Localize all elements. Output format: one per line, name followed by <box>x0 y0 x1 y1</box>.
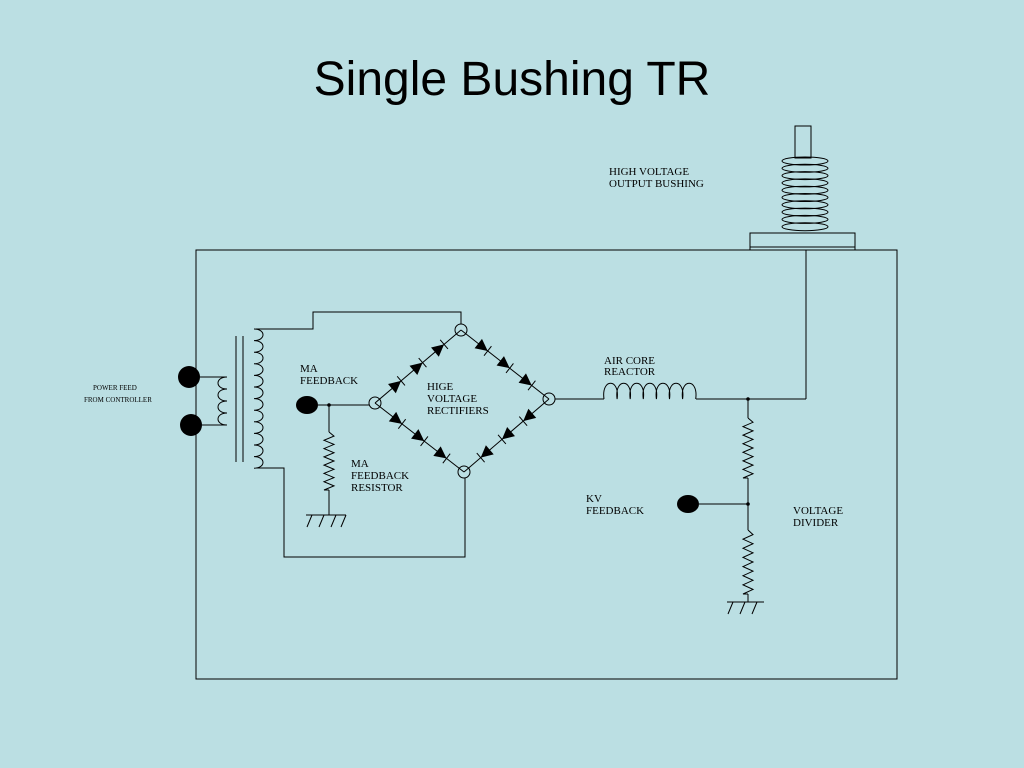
diode-icon <box>411 429 425 442</box>
bridge-node-top <box>454 323 468 337</box>
label-kv-feedback-1: KV <box>586 493 602 505</box>
diode-icon <box>431 344 445 357</box>
wire-secondary-bottom <box>256 467 466 558</box>
label-rectifiers-2: VOLTAGE <box>427 393 477 405</box>
diode-icon <box>433 446 447 459</box>
diode-icon <box>523 408 537 422</box>
label-power-feed-2: FROM CONTROLLER <box>84 396 152 404</box>
wire-secondary-top <box>256 311 462 330</box>
label-air-core-1: AIR CORE <box>604 355 655 367</box>
diode-icon <box>496 356 510 369</box>
diode-icon <box>518 373 532 386</box>
diode-icon <box>388 411 402 424</box>
diode-icon <box>474 338 488 351</box>
hv-rectifier-diodes <box>374 329 550 473</box>
label-rectifiers-1: HIGE <box>427 381 454 393</box>
label-kv-feedback-2: FEEDBACK <box>586 505 644 517</box>
ma-feedback-resistor <box>322 431 336 491</box>
power-feed-terminal-top <box>178 366 200 388</box>
diode-icon <box>501 427 515 440</box>
bridge-node-right <box>542 392 556 406</box>
air-core-reactor <box>603 382 697 400</box>
label-ma-resistor-1: MA <box>351 458 369 470</box>
label-hv-bushing-1: HIGH VOLTAGE <box>609 166 689 178</box>
transformer <box>217 328 264 469</box>
ground-symbol-divider <box>727 601 764 615</box>
diode-icon <box>409 362 423 375</box>
diode-icon <box>480 445 494 458</box>
hv-output-bushing <box>749 125 856 251</box>
ground-symbol-ma <box>306 514 347 528</box>
label-air-core-2: REACTOR <box>604 366 656 378</box>
label-voltage-divider-1: VOLTAGE <box>793 505 843 517</box>
label-hv-bushing-2: OUTPUT BUSHING <box>609 178 704 190</box>
ma-feedback-terminal <box>296 396 318 414</box>
bridge-node-left <box>368 396 382 410</box>
label-ma-resistor-3: RESISTOR <box>351 482 403 494</box>
bridge-node-bottom <box>457 465 471 479</box>
label-ma-resistor-2: FEEDBACK <box>351 470 409 482</box>
voltage-divider-resistor-top <box>741 417 755 479</box>
kv-feedback-terminal <box>677 495 699 513</box>
slide-title: Single Bushing TR <box>313 53 711 106</box>
label-rectifiers-3: RECTIFIERS <box>427 405 489 417</box>
voltage-divider-resistor-bottom <box>741 529 755 595</box>
label-voltage-divider-2: DIVIDER <box>793 517 839 529</box>
label-ma-feedback-2: FEEDBACK <box>300 375 358 387</box>
enclosure-outline <box>195 249 898 680</box>
label-ma-feedback-1: MA <box>300 363 318 375</box>
label-power-feed-1: POWER FEED <box>93 384 137 392</box>
power-feed-terminal-bottom <box>180 414 202 436</box>
diode-icon <box>388 380 402 394</box>
